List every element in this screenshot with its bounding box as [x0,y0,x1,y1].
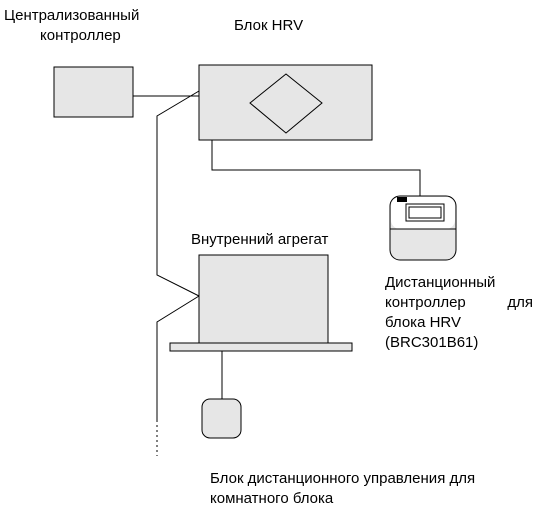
wire-hrv-to-remote [211,140,421,196]
indoor-unit-label: Внутренний агрегат [191,231,329,248]
hrv-remote-label: Дистанционный контроллер для блока HRV (… [385,273,533,353]
indoor-remote-icon [201,398,242,439]
hrv-remote-controller-icon [389,195,457,261]
wire-bus-lower [156,295,200,420]
indoor-remote-label-line1: Блок дистанционного управления для [210,470,476,487]
heat-exchanger-icon [249,73,323,134]
indoor-remote-label-line2: комнатного блока [210,490,334,507]
hrv-unit-label: Блок HRV [234,17,304,34]
hrv-remote-label-line3: блока HRV [385,314,461,331]
central-controller-label-line2: контроллер [40,27,121,44]
hrv-remote-label-line4: (BRC301B61) [385,334,479,351]
hrv-remote-label-line2: контроллер для [385,294,533,311]
central-controller-label-line1: Централизованный [4,7,140,24]
indoor-remote-label: Блок дистанционного управления для комна… [210,469,475,509]
indoor-unit-panel [169,342,353,352]
central-controller-label: Централизованный контроллер [4,6,139,46]
central-controller-box [53,66,134,118]
hrv-remote-label-line1: Дистанционный [385,274,496,291]
wire-bus-upper [156,90,200,297]
indoor-unit-box [198,254,329,344]
